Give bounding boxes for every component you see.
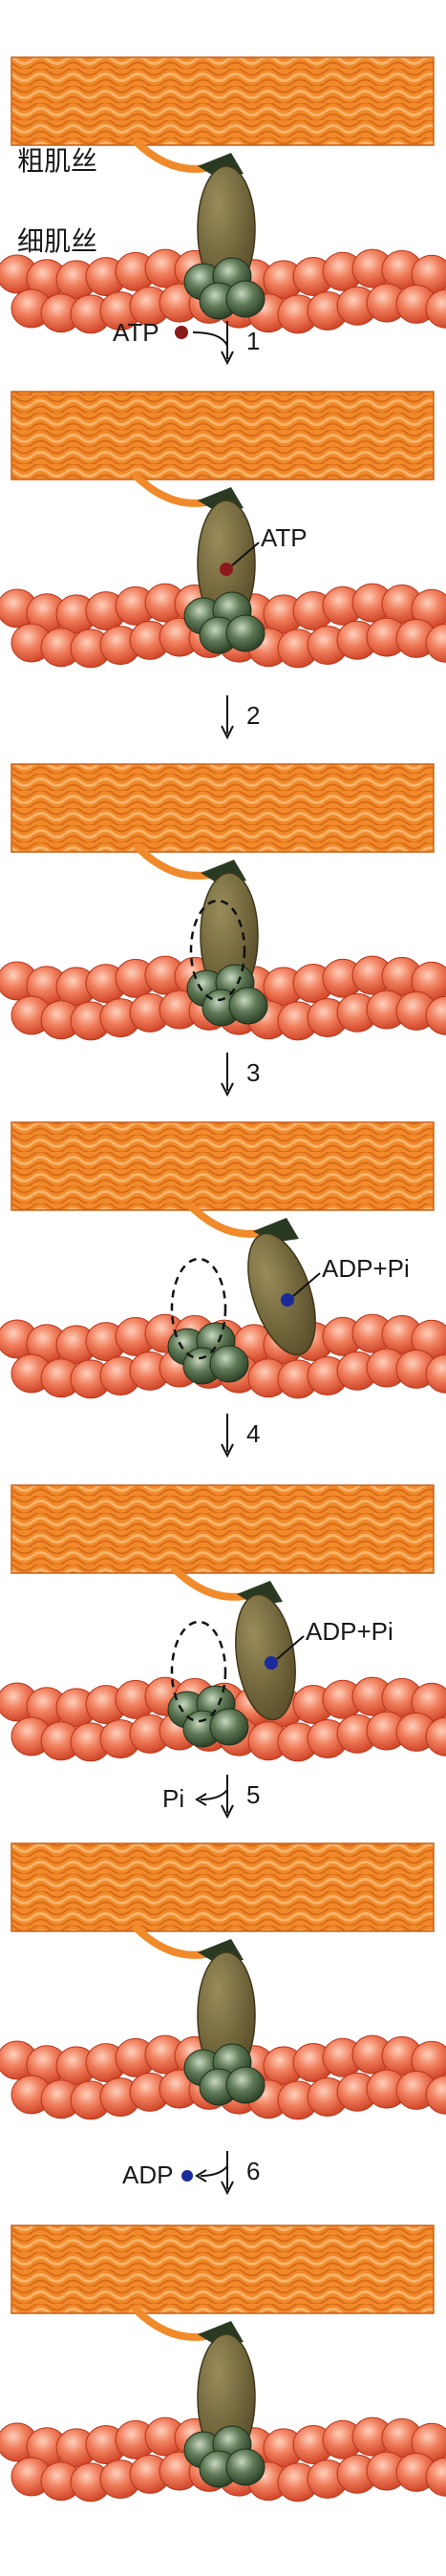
nucleotide-annotation: ADP+Pi <box>306 1617 393 1646</box>
actin-binding-site <box>209 1708 249 1746</box>
step-arrow-head <box>221 2181 234 2196</box>
thick-filament-1 <box>11 56 435 146</box>
thick-filament-body <box>11 764 434 852</box>
step-arrows-layer: 1 ATP 2 3 4 5 Pi 6 ADP <box>113 318 260 2196</box>
myosin-tail <box>132 472 209 507</box>
thick-filament-body <box>11 1122 434 1210</box>
actin-monomer <box>425 1353 446 1394</box>
previous-head-outline <box>170 1257 227 1360</box>
actin-binding-site <box>225 2448 265 2486</box>
thick-filament-outline <box>11 56 435 146</box>
myosin-tail <box>171 1565 248 1601</box>
actin-monomer <box>425 2457 446 2497</box>
myosin-tail <box>132 2306 209 2341</box>
actin-binding-site <box>228 987 268 1025</box>
output-dot <box>181 2170 193 2182</box>
step-number: 3 <box>246 1058 260 1087</box>
actin-binding-site <box>209 1345 249 1383</box>
atp-dot <box>220 563 233 576</box>
thick-filament-6 <box>11 1842 435 1932</box>
step-number: 1 <box>246 327 260 355</box>
thick-filament-body <box>11 57 434 145</box>
myosin-1 <box>132 138 265 320</box>
thick-filament-body <box>11 2225 434 2313</box>
actin-monomer <box>425 995 446 1035</box>
output-curve <box>200 2165 228 2177</box>
actin-binding-site <box>225 280 265 318</box>
thick-filament-outline <box>11 391 435 480</box>
myosin-4: ADP+Pi <box>167 1203 410 1385</box>
step-number: 6 <box>246 2157 260 2185</box>
thick-filament-5 <box>11 1484 435 1574</box>
myosin-3 <box>135 844 268 1027</box>
output-arrow-head <box>195 2169 207 2182</box>
output-label: ADP <box>122 2161 173 2189</box>
myosin-tail <box>135 844 212 880</box>
thick-filament-label: 粗肌丝 <box>17 146 97 176</box>
step-1: 1 ATP <box>113 318 260 366</box>
step-6: 6 ADP <box>122 2151 260 2196</box>
myosin-tail <box>187 1203 265 1238</box>
thick-filament-outline <box>11 763 435 853</box>
myosin-2: ATP <box>132 472 308 654</box>
previous-head-outline <box>189 899 246 1002</box>
myosin-tail <box>132 138 209 173</box>
step-3: 3 <box>221 1053 260 1097</box>
myosin-6 <box>132 1924 265 2106</box>
step-5: 5 Pi <box>162 1775 260 1820</box>
thin-filament-label: 细肌丝 <box>17 226 97 256</box>
actin-monomer <box>425 2075 446 2115</box>
myosin-head <box>235 1593 296 1721</box>
actin-monomer <box>425 623 446 663</box>
thick-filament-outline <box>11 2225 435 2314</box>
step-arrow-head <box>221 351 234 366</box>
annotation-leader <box>231 542 260 566</box>
thick-filament-body <box>11 1843 434 1931</box>
thick-filament-outline <box>11 1484 435 1574</box>
thick-filament-body <box>11 392 434 479</box>
myosin-tail <box>132 1924 209 1959</box>
thick-filament-outline <box>11 1842 435 1932</box>
actin-binding-site <box>225 2066 265 2104</box>
thick-filament-4 <box>11 1121 435 1211</box>
output-label: Pi <box>162 1784 184 1813</box>
step-4: 4 <box>221 1414 260 1458</box>
thick-filament-2 <box>11 391 435 480</box>
thick-filament-3 <box>11 763 435 853</box>
step-arrow-head <box>221 1082 234 1097</box>
thick-filament-outline <box>11 1121 435 1211</box>
step-arrow-head <box>221 1804 234 1820</box>
label-layer: 粗肌丝 细肌丝 <box>17 146 97 256</box>
step-number: 4 <box>246 1419 260 1448</box>
step-arrow-head <box>221 725 234 740</box>
myosin-head <box>247 1232 316 1356</box>
myosin-7 <box>132 2306 265 2488</box>
nucleotide-annotation: ADP+Pi <box>322 1254 410 1283</box>
actin-binding-site <box>225 614 265 652</box>
annotation-leader <box>276 1635 305 1660</box>
actin-monomer <box>425 1716 446 1756</box>
nucleotide-annotation: ATP <box>261 523 308 552</box>
input-dot <box>175 326 188 339</box>
thick-filament-body <box>11 1485 434 1573</box>
output-curve <box>200 1789 228 1800</box>
thick-filament-7 <box>11 2225 435 2314</box>
adp-pi-dot <box>281 1293 294 1307</box>
actin-monomer <box>425 288 446 329</box>
input-label: ATP <box>113 318 159 347</box>
step-2: 2 <box>221 695 260 740</box>
previous-head-outline <box>170 1620 227 1723</box>
step-number: 5 <box>246 1780 260 1809</box>
output-arrow-head <box>195 1793 207 1806</box>
adp-pi-dot <box>265 1656 278 1670</box>
input-curve <box>192 331 228 347</box>
step-arrow-head <box>221 1443 234 1458</box>
myosin-5: ADP+Pi <box>167 1565 393 1748</box>
step-number: 2 <box>246 701 260 730</box>
annotation-leader <box>292 1272 321 1297</box>
